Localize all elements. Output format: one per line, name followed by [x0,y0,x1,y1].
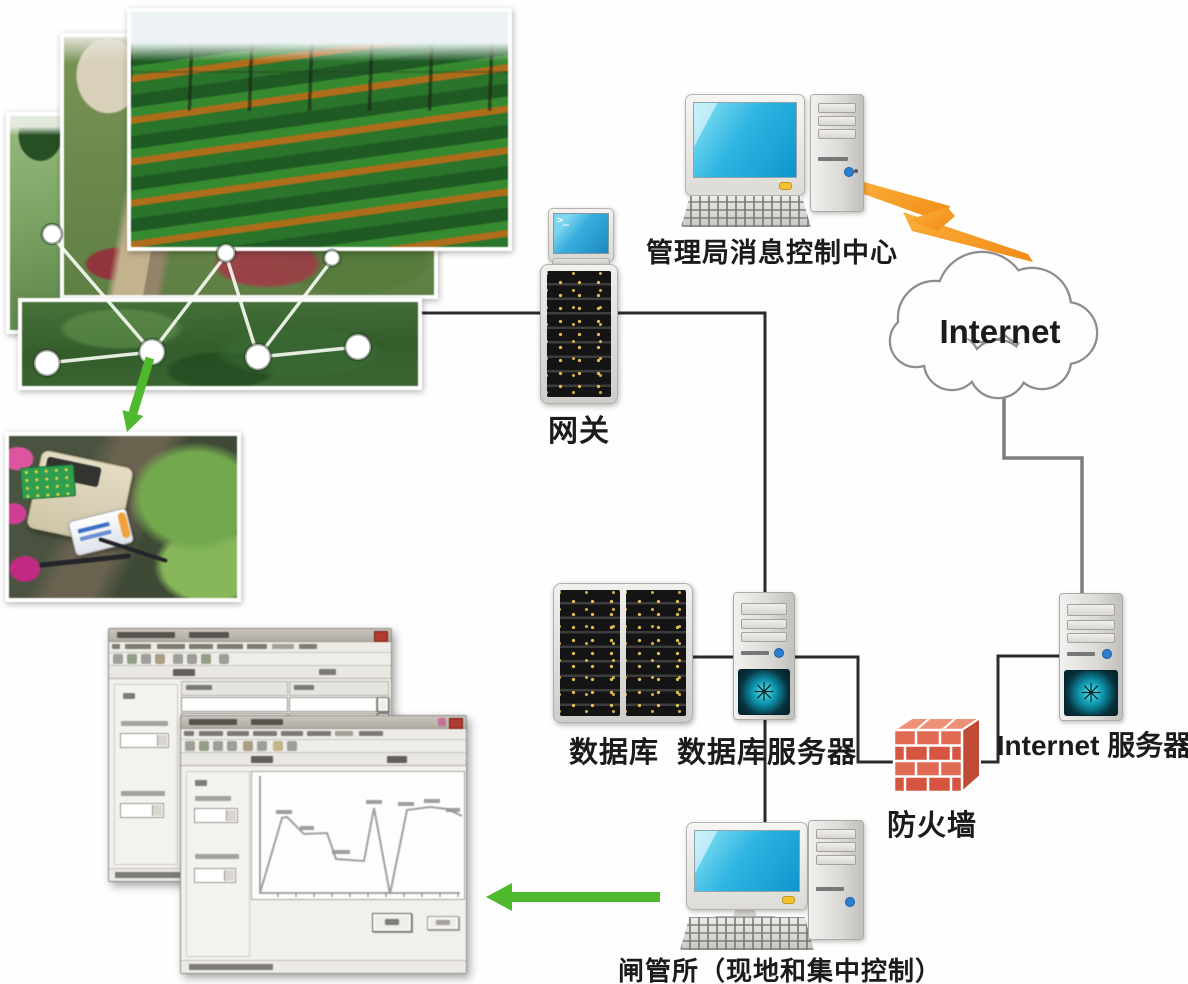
close-button[interactable] [374,631,388,642]
gate-station-tower [808,820,864,940]
drive-bay [1067,620,1115,630]
window-title-blob [117,632,175,638]
drive-bay [741,603,787,615]
cable [38,553,132,568]
greenhouse-crops-photo [127,8,512,251]
combo-field[interactable] [194,808,238,823]
control-center-screen [693,102,797,178]
drive-bay [741,632,787,642]
power-button [845,897,855,907]
firewall-icon [890,716,984,795]
terminal-screen-icon: >_ [553,213,609,254]
server-logo-panel: ✳ [738,669,790,715]
input-field[interactable] [181,697,288,712]
power-button [1102,649,1112,659]
window-toolbar[interactable] [109,653,391,666]
drive-bay [1067,633,1115,643]
section-header [289,681,389,696]
window-tabs[interactable] [181,753,466,766]
circuit-board [19,464,77,500]
database-blades-right [626,590,686,716]
monitoring-app-window-front [180,715,467,974]
reset-dot [854,169,858,173]
title-icon-blob [438,718,446,726]
window-toolbar[interactable] [181,740,466,753]
window-title-blob [189,719,237,725]
server-logo-panel: ✳ [1064,670,1118,716]
green-arrow-left [486,883,660,911]
power-button [774,648,784,658]
combo-field[interactable] [194,868,236,883]
tab-blob[interactable] [319,669,336,675]
window-titlebar [181,716,466,729]
gateway-terminal-monitor: >_ [548,208,614,262]
gateway-rack [540,264,618,404]
disk-slot [1067,652,1095,656]
label-control-center: 管理局消息控制中心 [646,238,898,268]
close-button[interactable] [449,718,463,729]
button-label-blob [436,920,450,925]
gateway-blades [547,271,611,397]
server-emblem-icon: ✳ [753,677,775,707]
section-header [181,681,288,696]
sensor-hardware-photo [5,432,241,602]
database-cluster [553,583,693,723]
drive-bay [816,842,856,852]
combo-field[interactable] [120,733,169,748]
drive-bay [816,855,856,865]
control-center-monitor [685,94,805,196]
tab-blob[interactable] [173,669,195,676]
internet-cloud-label: Internet [939,313,1061,350]
drive-bay [818,103,856,113]
sensor-field-photo [18,298,422,390]
tab-blob[interactable] [251,756,273,763]
label-internet-server: Internet 服务器 [996,730,1188,761]
label-gateway: 网关 [548,415,610,448]
gate-station-screen [694,830,800,892]
filter-panel [114,684,178,865]
disk-slot [818,157,848,161]
power-led [782,896,795,904]
drive-bay [741,619,787,629]
disk-slot [816,887,844,891]
ok-button[interactable] [372,913,412,932]
database-server-tower: ✳ [733,592,795,720]
label-database: 数据库 [568,737,659,769]
button-label-blob [385,919,399,925]
gate-station-keyboard [680,917,814,950]
server-emblem-icon: ✳ [1080,678,1102,708]
drive-bay [1067,604,1115,616]
trend-chart [251,771,465,900]
window-statusbar [181,960,466,973]
database-blades-left [560,590,620,716]
trend-chart-plot [259,776,463,897]
cloud-connector [1002,386,1084,595]
window-titlebar [109,629,391,642]
cancel-button[interactable] [427,916,459,930]
internet-server-tower: ✳ [1059,593,1123,721]
window-title-blob [251,719,283,725]
window-menubar[interactable] [181,729,466,740]
filter-panel [186,771,250,957]
window-title-blob [189,632,229,638]
drive-bay [818,129,856,139]
gate-station-monitor [686,822,808,910]
drive-bay [818,116,856,126]
window-tabs[interactable] [109,666,391,679]
control-center-tower [810,94,864,212]
terminal-prompt-icon: >_ [557,215,570,226]
power-button [844,167,854,177]
power-led [779,182,792,190]
tab-blob[interactable] [387,756,407,763]
browse-button[interactable] [377,697,389,712]
label-database-server: 数据库服务器 [676,737,857,769]
window-menubar[interactable] [109,642,391,653]
control-center-keyboard [681,196,811,227]
combo-field[interactable] [120,803,164,818]
label-gate-station: 闸管所（现地和集中控制） [617,956,942,984]
input-field[interactable] [289,697,377,712]
drive-bay [816,829,856,839]
label-firewall: 防火墙 [886,810,977,842]
disk-slot [741,651,769,655]
